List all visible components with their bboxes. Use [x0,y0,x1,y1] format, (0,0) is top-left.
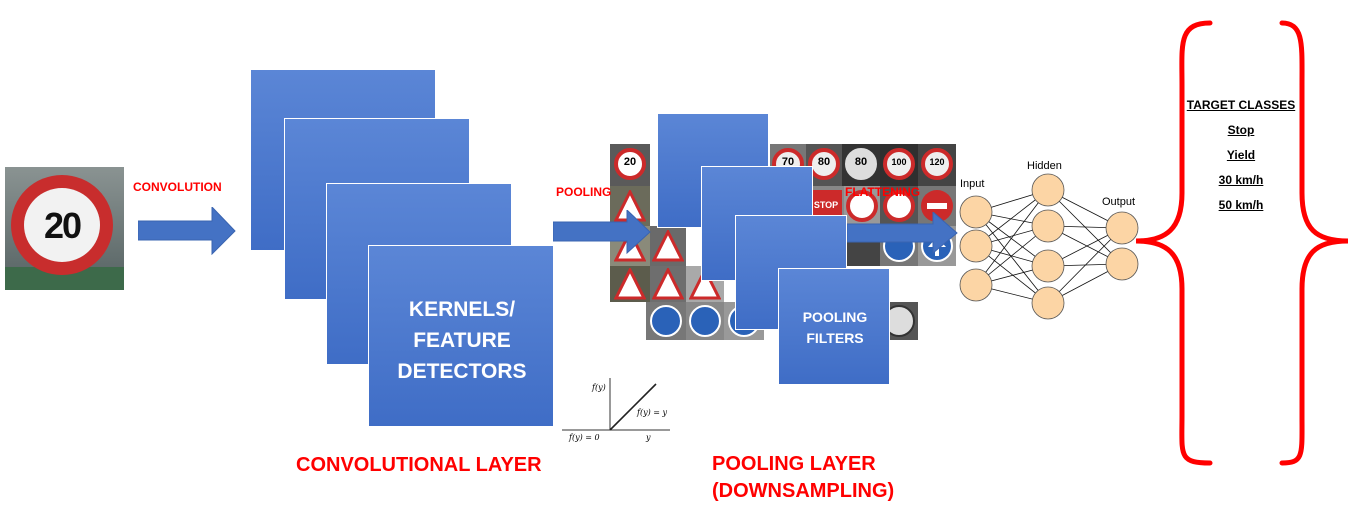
input-node [959,195,993,229]
hidden-node [1031,249,1065,283]
relu-negative-label: f(y) = 0 [569,433,600,442]
sign-80b-text: 80 [854,156,868,168]
network-connections [959,173,1139,320]
pooling-label: POOLING [556,185,612,199]
curly-brace-icon [1130,15,1355,470]
convolutional-layer-title: CONVOLUTIONAL LAYER [296,454,542,476]
kernels-text: KERNELS/ FEATURE DETECTORS [369,294,555,387]
class-item: Yield [1226,148,1256,162]
relu-plot: f(y) f(y) = y f(y) = 0 y [562,378,672,448]
pooling-layer-title-line-2: (DOWNSAMPLING) [712,480,895,502]
hidden-layer-label: Hidden [1027,160,1062,172]
class-item: Stop [1227,123,1255,137]
class-item: 30 km/h [1218,173,1264,187]
pooling-filters-line-2: FILTERS [806,330,864,346]
input-node [959,229,993,263]
pooling-filters-line-1: POOLING [802,309,868,325]
input-node [959,268,993,302]
relu-positive-label: f(y) = y [637,408,668,417]
sign-20-icon [614,148,646,180]
sign-triangle-4-icon [613,266,647,300]
pool-box-4: POOLING FILTERS [778,268,890,385]
sign-no-entry-icon [846,190,878,222]
convolution-arrow [138,207,236,255]
sign-120-icon [921,148,953,180]
pooling-filters-text: POOLING FILTERS [779,307,891,349]
convolution-label: CONVOLUTION [133,180,222,194]
target-classes: TARGET CLASSES Stop Yield 30 km/h 50 km/… [1170,93,1312,218]
class-item: 50 km/h [1218,198,1264,212]
relu-y-axis-label: f(y) [592,383,606,392]
relu-x-axis-label: y [646,433,651,442]
conv-kernel-box-4: KERNELS/ FEATURE DETECTORS [368,245,554,427]
sign-70-text: 70 [781,156,795,168]
pooling-layer-title-line-1: POOLING LAYER [712,453,876,475]
hidden-node [1031,209,1065,243]
target-classes-header: TARGET CLASSES [1186,98,1296,112]
input-layer-label: Input [960,178,985,190]
kernels-line-1: KERNELS/ [408,298,516,321]
sign-100-icon [883,148,915,180]
sign-stop-text: STOP [813,200,839,210]
input-image: 20 [5,167,124,290]
sign-80b-icon [845,148,877,180]
pooling-layer-title: POOLING LAYER (DOWNSAMPLING) [712,451,894,505]
sign-100-text: 100 [891,157,907,167]
pooling-arrow [553,210,651,254]
output-node [1105,211,1139,245]
kernels-line-3: DETECTORS [397,360,527,383]
sign-blue-arrow-1-icon [650,305,682,337]
flattening-arrow [847,212,959,254]
sign-triangle-3-icon [651,228,685,262]
sign-triangle-5-icon [651,266,685,300]
sign-blue-arrow-2-icon [689,305,721,337]
sign-triangle-6-icon [688,266,722,300]
speed-limit-text: 20 [43,205,82,246]
hidden-node [1031,286,1065,320]
sign-120-text: 120 [929,157,945,167]
kernels-line-2: FEATURE [413,329,511,352]
sign-80-text: 80 [817,156,831,168]
output-node [1105,247,1139,281]
sign-20-text: 20 [623,156,637,168]
neural-network-diagram: Input Hidden Output [952,160,1142,330]
sign-truck-icon [883,190,915,222]
output-layer-label: Output [1102,196,1136,208]
sign-80-icon [808,148,840,180]
flattening-label: FLATTENING [845,185,921,199]
hidden-node [1031,173,1065,207]
